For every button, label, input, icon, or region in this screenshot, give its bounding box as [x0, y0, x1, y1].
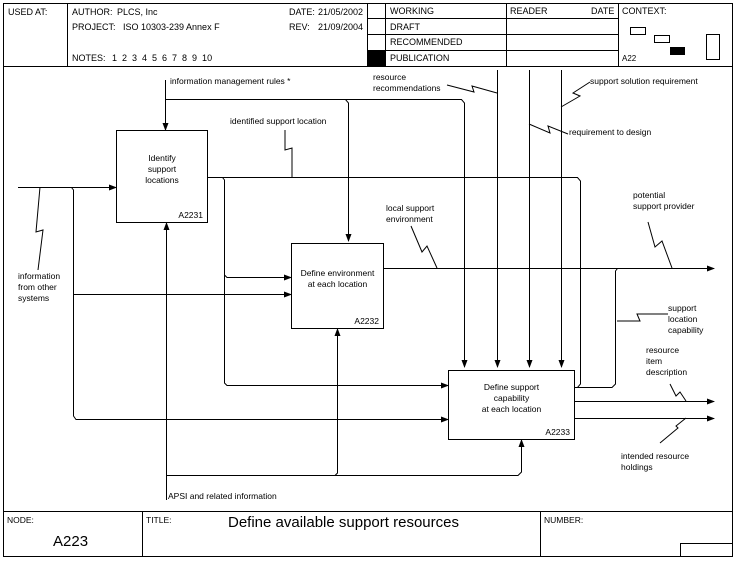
label-potential-support-provider: potential support provider	[633, 190, 695, 211]
node-label: NODE:	[7, 515, 34, 525]
number-label: NUMBER:	[544, 515, 584, 525]
project-label: PROJECT:	[72, 22, 116, 32]
reader-date-label: DATE	[591, 6, 615, 16]
label-support-location-capability: support location capability	[668, 303, 704, 335]
label-info-from-other-systems: information from other systems	[18, 271, 61, 303]
status-recommended: RECOMMENDED	[390, 37, 463, 47]
activity-box-a2231[interactable]: Identify support locations A2231	[116, 130, 208, 223]
date-value: 21/05/2002	[318, 7, 364, 17]
label-intended-resource-holdings: intended resource holdings	[621, 451, 690, 472]
status-working: WORKING	[390, 6, 434, 16]
activity-id: A2232	[354, 316, 379, 326]
reader-label: READER	[510, 6, 548, 16]
activity-box-a2232[interactable]: Define environment at each location A223…	[291, 243, 384, 329]
title-label: TITLE:	[146, 515, 172, 525]
project-value: ISO 10303-239 Annex F	[123, 22, 220, 32]
context-node: A22	[622, 54, 637, 63]
activity-id: A2233	[545, 427, 570, 437]
diagram-title: Define available support resources	[228, 514, 459, 531]
label-requirement-to-design: requirement to design	[569, 127, 652, 137]
activity-title: Define environment at each location	[300, 268, 375, 289]
date-label: DATE:	[289, 7, 315, 17]
used-at-label: USED AT:	[8, 7, 48, 17]
context-label: CONTEXT:	[622, 6, 667, 16]
node-value: A223	[53, 533, 89, 550]
author-value: PLCS, Inc	[117, 7, 158, 17]
status-publication: PUBLICATION	[390, 53, 450, 63]
label-resource-item-description: resource item description	[646, 345, 688, 377]
label-apsi: APSI and related information	[168, 491, 277, 501]
activity-title: Define support capability at each locati…	[481, 382, 542, 414]
label-info-mgmt-rules: information management rules *	[170, 76, 291, 86]
activity-id: A2231	[178, 210, 203, 220]
context-current-node	[670, 47, 685, 55]
notes-values: 1 2 3 4 5 6 7 8 9 10	[112, 53, 213, 63]
activity-box-a2233[interactable]: Define support capability at each locati…	[448, 370, 575, 440]
notes-label: NOTES:	[72, 53, 106, 63]
status-draft: DRAFT	[390, 22, 420, 32]
label-identified-support-location: identified support location	[230, 116, 327, 126]
label-support-solution-requirement: support solution requirement	[590, 76, 698, 86]
rev-value: 21/09/2004	[318, 22, 364, 32]
label-local-support-environment: local support environment	[386, 203, 435, 224]
author-label: AUTHOR:	[72, 7, 113, 17]
rev-label: REV:	[289, 22, 310, 32]
status-marker	[368, 51, 385, 66]
activity-title: Identify support locations	[145, 153, 179, 185]
label-resource-recommendations: resource recommendations	[373, 72, 441, 93]
